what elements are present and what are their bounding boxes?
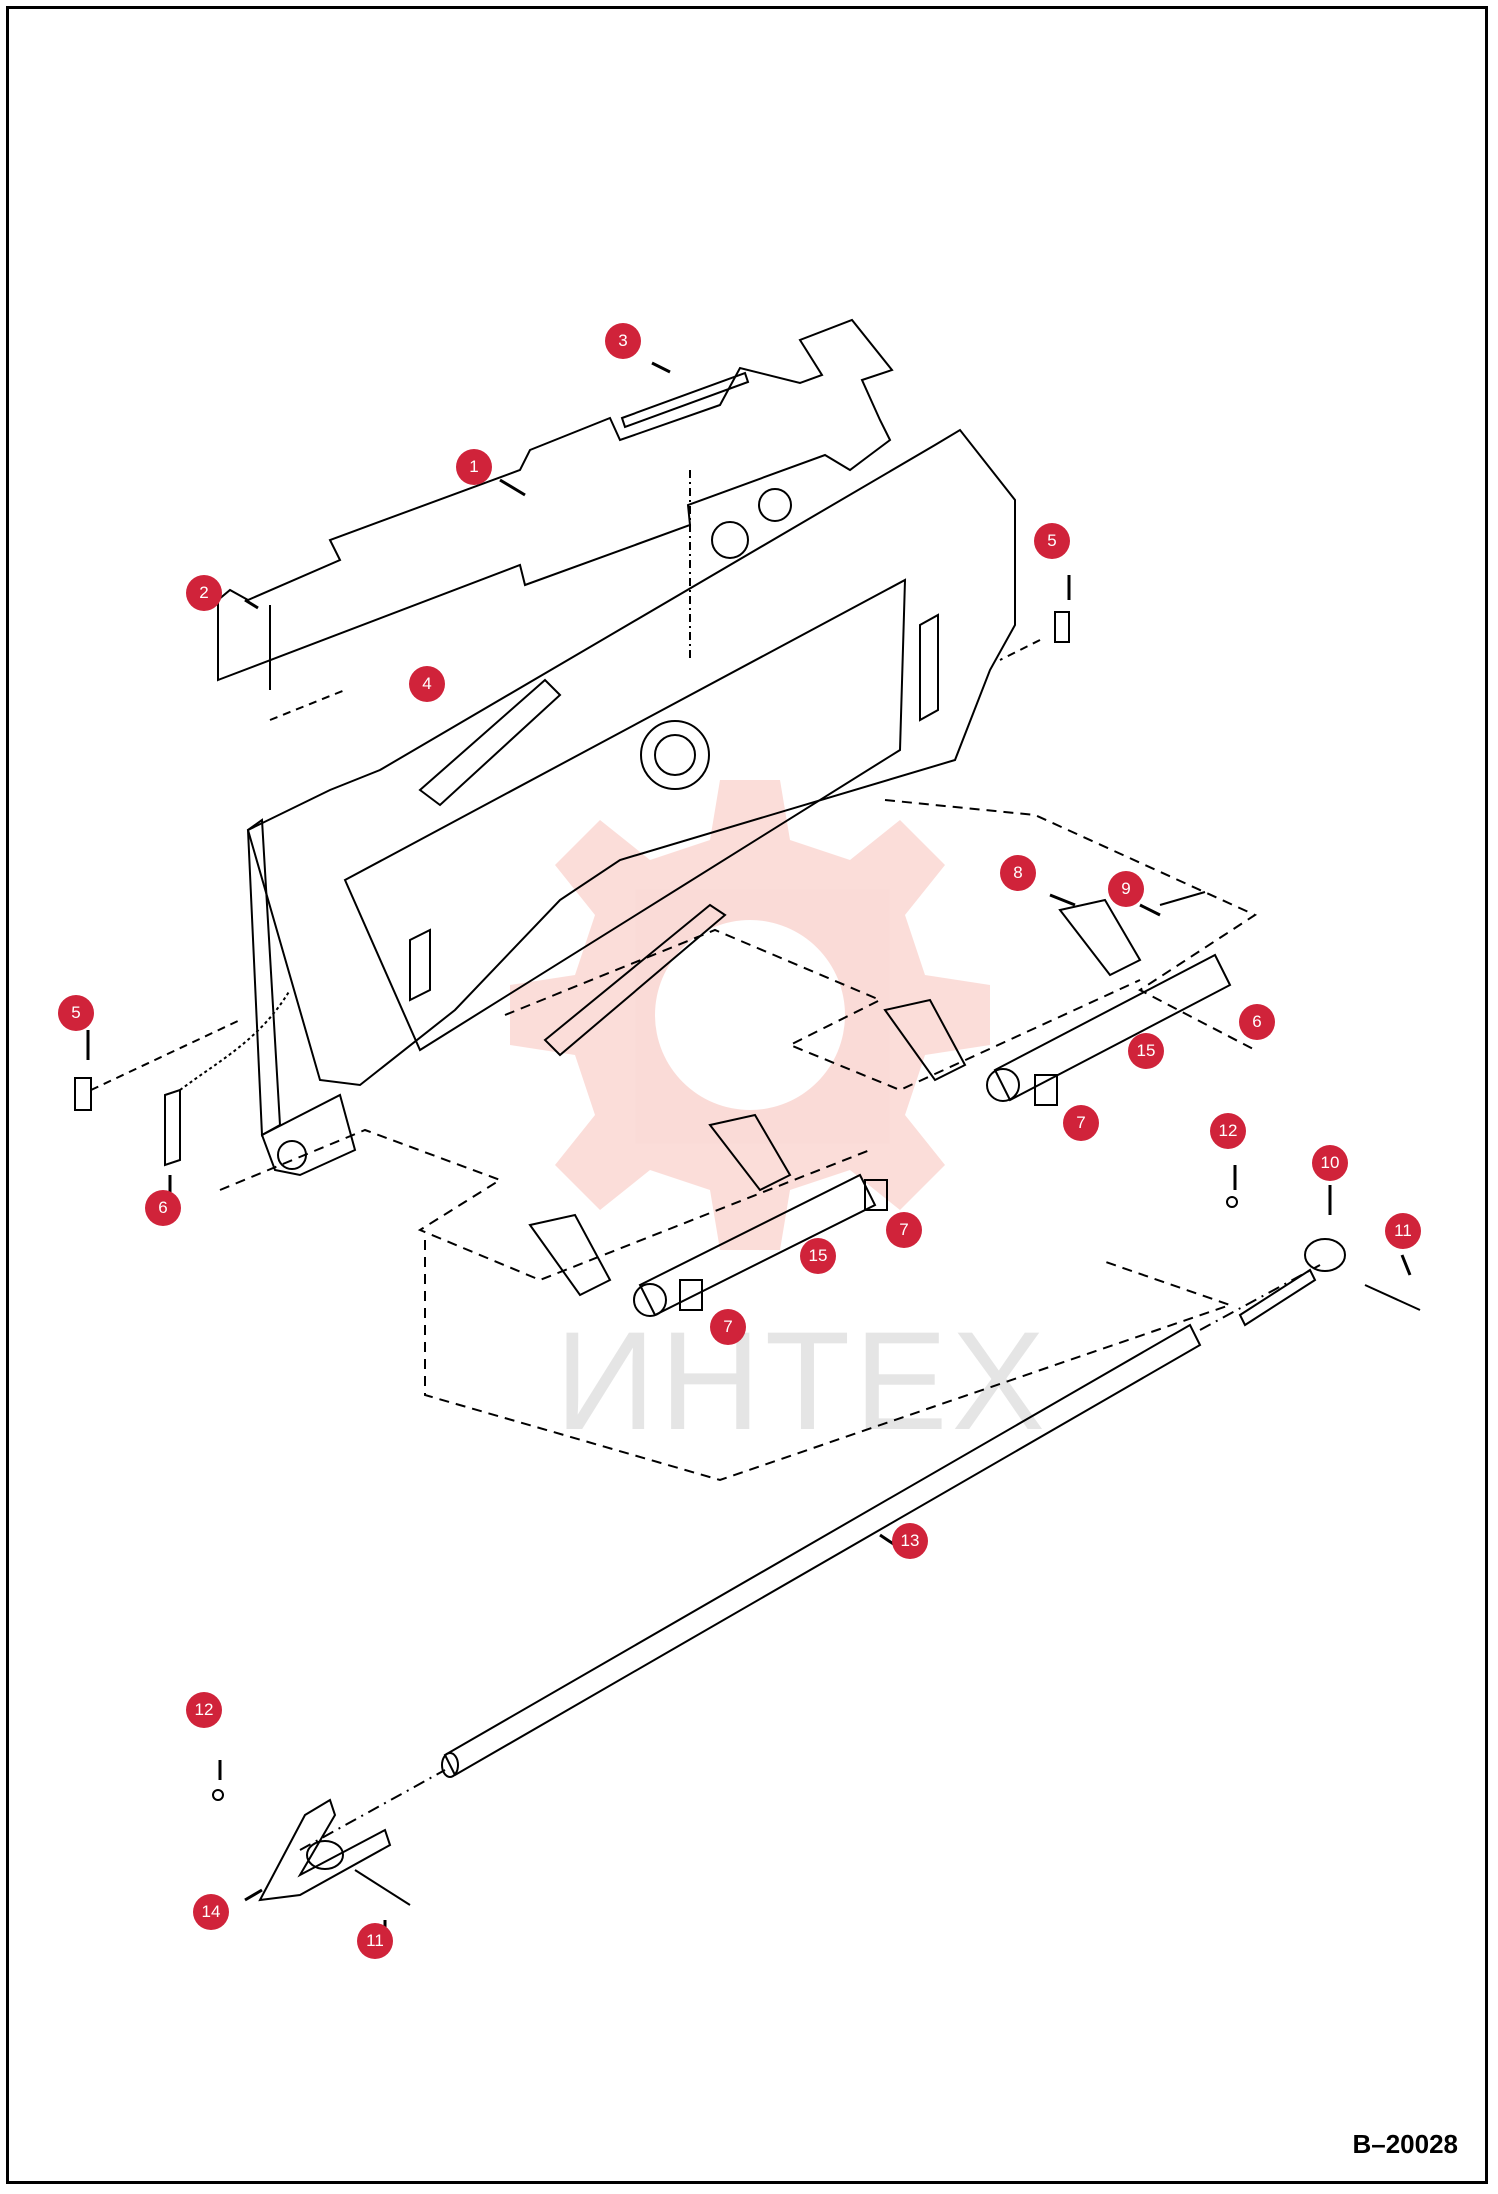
assembly-boundary-center — [504, 928, 1141, 1092]
wedge-tube-right-end — [986, 1068, 1020, 1102]
shaft-centerline-left — [299, 1769, 446, 1851]
frame-center-boss-inner — [654, 734, 696, 776]
collar-right-pin — [1238, 1268, 1317, 1327]
assembly-boundary-bottom — [424, 1240, 1234, 1482]
callout-13: 13 — [892, 1523, 928, 1559]
long-shaft-end — [441, 1752, 459, 1778]
callout-3: 3 — [605, 323, 641, 359]
decal-left — [74, 1077, 92, 1111]
mount-frame — [246, 428, 1016, 1087]
wedge-tube-right — [993, 953, 1232, 1102]
callout-15a: 15 — [1128, 1033, 1164, 1069]
callout-11a: 11 — [1385, 1213, 1421, 1249]
callout-6: 6 — [145, 1190, 181, 1226]
nut-12-left — [212, 1789, 224, 1801]
wedge-block-left — [679, 1279, 703, 1311]
long-shaft — [443, 1323, 1202, 1777]
callout-15b: 15 — [800, 1238, 836, 1274]
nut-12-right — [1226, 1196, 1238, 1208]
bolt-11-left — [354, 1869, 411, 1906]
decal-right-leader — [999, 639, 1041, 661]
callout-5a: 5 — [58, 995, 94, 1031]
callout-leaders — [86, 361, 1412, 1945]
handle-collar — [306, 1840, 344, 1870]
callout-8: 8 — [1000, 855, 1036, 891]
plate-leader — [269, 689, 346, 721]
wedge-tube-left-end — [633, 1283, 667, 1317]
watermark-text: ИНТЕХ — [555, 1302, 1050, 1459]
drawing-frame — [6, 6, 1488, 2184]
frame-inner-panel — [343, 578, 907, 1052]
callout-1: 1 — [456, 449, 492, 485]
assembly-boundary-right — [884, 799, 1258, 1051]
wedge-tube-left — [638, 1173, 877, 1317]
callout-12b: 12 — [186, 1692, 222, 1728]
callout-12a: 12 — [1210, 1113, 1246, 1149]
callout-11b: 11 — [357, 1923, 393, 1959]
callout-2: 2 — [186, 575, 222, 611]
pin-lanyard — [179, 989, 291, 1091]
callout-10: 10 — [1312, 1145, 1348, 1181]
wedge-right-lower — [883, 998, 967, 1082]
frame-slot-left — [409, 928, 431, 1002]
frame-center-boss — [640, 720, 710, 790]
drawing-number: B–20028 — [1352, 2129, 1458, 2159]
left-hinge-bracket — [260, 1093, 357, 1177]
callout-7d: 7 — [710, 1309, 746, 1345]
callout-7c: 7 — [886, 1212, 922, 1248]
decal-right — [1054, 611, 1070, 643]
callout-5b: 5 — [1034, 523, 1070, 559]
callout-4: 4 — [409, 666, 445, 702]
collar-right — [1304, 1238, 1346, 1272]
callout-14: 14 — [193, 1894, 229, 1930]
handle-lever — [258, 1798, 392, 1902]
callout-9: 9 — [1108, 871, 1144, 907]
frame-upright-left — [246, 818, 282, 1137]
watermark-gear-icon — [510, 780, 990, 1250]
decal-left-leader — [90, 1019, 241, 1091]
decal-strip — [620, 371, 750, 429]
lock-pin — [164, 1088, 181, 1167]
wedge-block-right — [1034, 1074, 1058, 1106]
left-hinge-eye — [277, 1140, 307, 1170]
wedge-left-lower — [528, 1213, 612, 1297]
bolt-11-right — [1364, 1284, 1421, 1311]
roll-pin-9 — [1159, 891, 1206, 906]
wedge-block-left-end — [864, 1179, 888, 1211]
callout-7a: 6 — [1239, 1004, 1275, 1040]
frame-bushing-2 — [758, 488, 792, 522]
wedge-right-upper — [1058, 898, 1142, 977]
top-plate — [217, 318, 894, 682]
frame-lower-tube — [543, 903, 727, 1057]
frame-bushing-1 — [711, 521, 749, 559]
frame-slot-right — [919, 613, 939, 722]
wedge-left-upper — [708, 1113, 792, 1192]
assembly-boundary-left — [219, 1128, 871, 1282]
callout-7b: 7 — [1063, 1105, 1099, 1141]
frame-lever — [418, 678, 562, 807]
